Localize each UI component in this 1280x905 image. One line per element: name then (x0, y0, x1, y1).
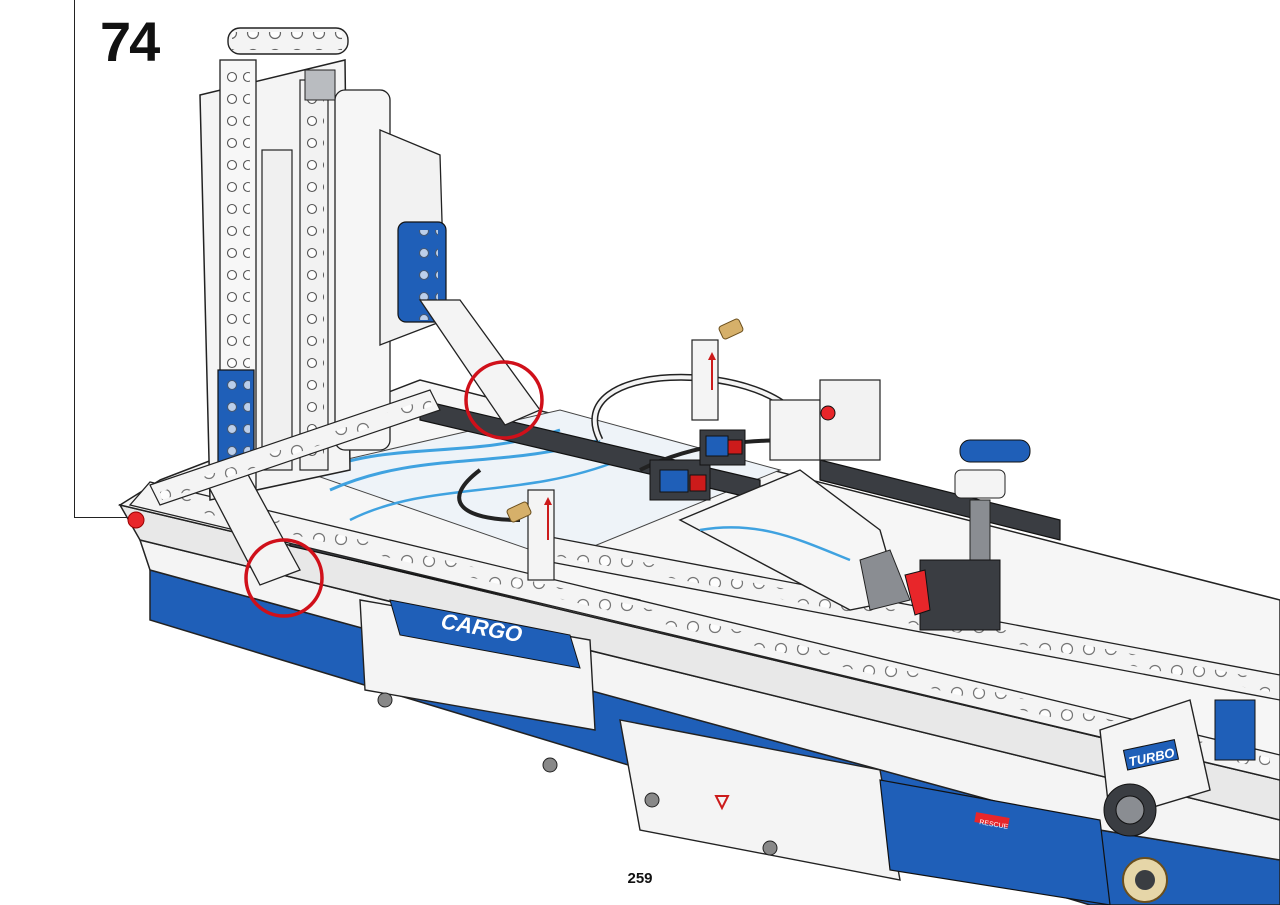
tower-support (149, 129, 542, 586)
vertical-pins (506, 318, 744, 581)
pneumatic-valves (649, 429, 746, 501)
callout-circle-top (464, 360, 544, 440)
front-beam (128, 481, 1280, 781)
tower (199, 27, 391, 501)
callout-circle-left (244, 538, 324, 618)
front-light (127, 511, 145, 529)
step-number: 74 (100, 10, 160, 73)
turbo-unit: TURBO (1099, 699, 1256, 903)
cargo-panel: CARGO (359, 599, 596, 731)
step-frame (74, 0, 134, 518)
pontoon: RESCUE (619, 719, 1111, 905)
engine-housing (678, 379, 1031, 631)
hull-pins (377, 692, 778, 856)
page-number: 259 (627, 870, 653, 887)
